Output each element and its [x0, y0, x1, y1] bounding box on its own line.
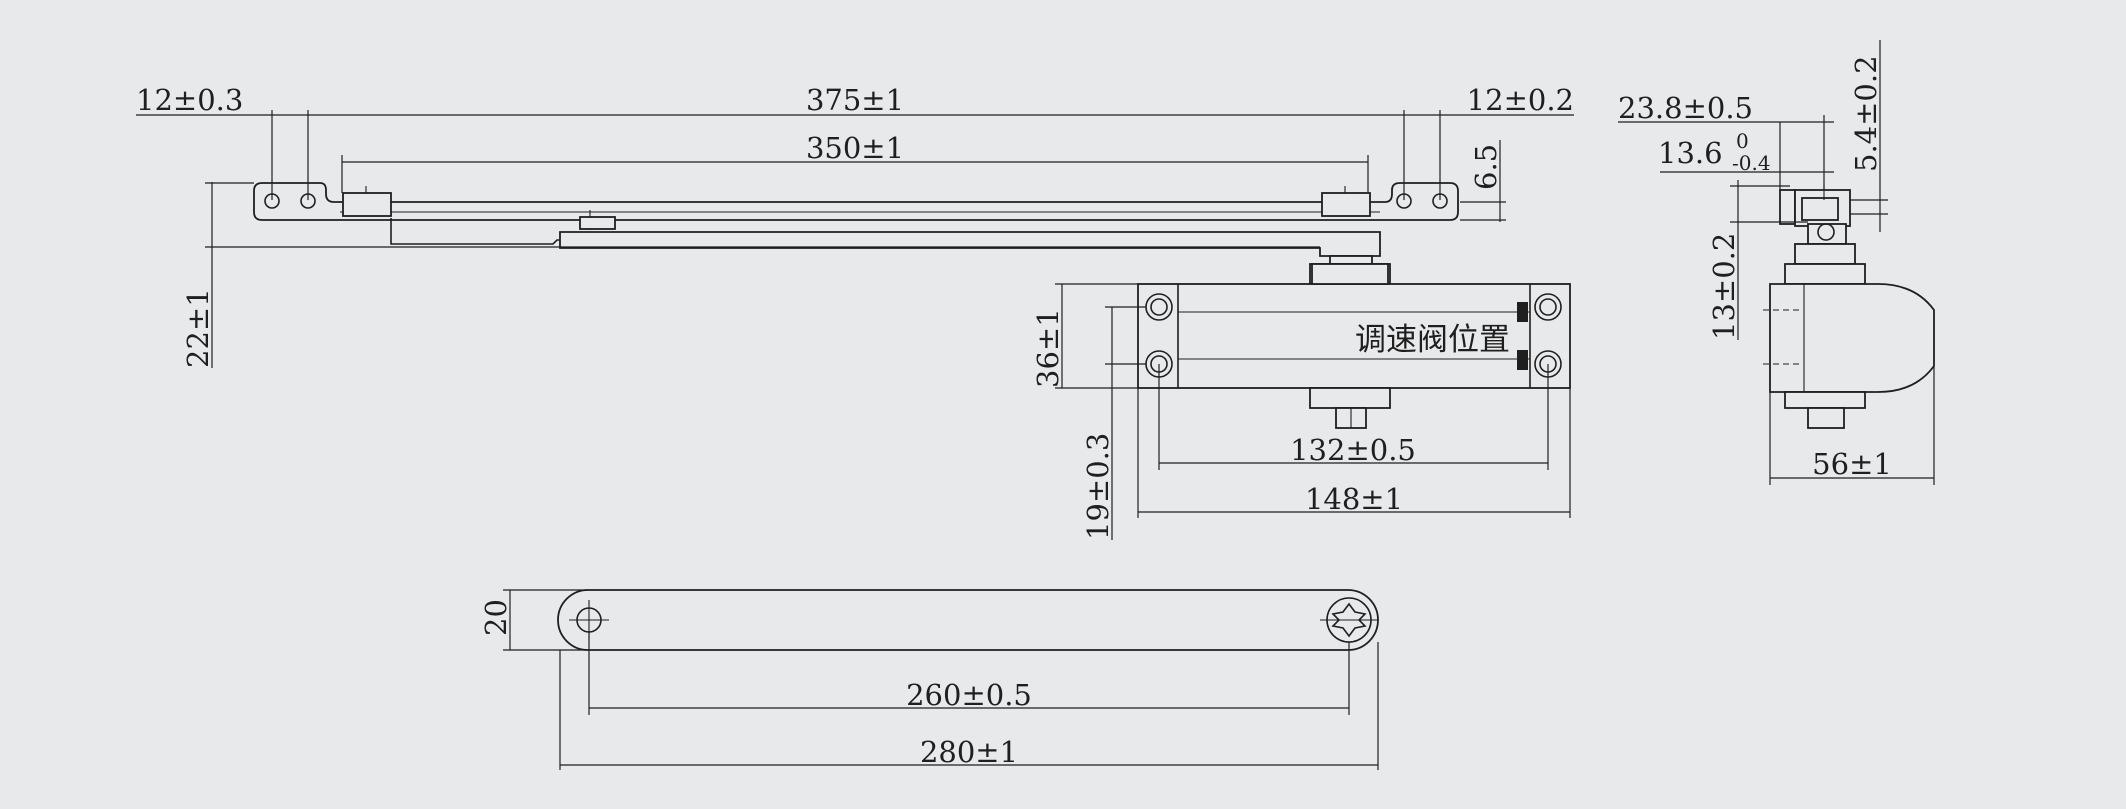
slider-block-left	[342, 192, 392, 217]
dim-side-offset: 13.6	[1658, 136, 1723, 170]
dim-side-width: 56±1	[1812, 447, 1892, 481]
valve-marker-bottom	[1517, 350, 1528, 370]
dim-body-length: 148±1	[1305, 482, 1403, 516]
dimension-labels: 12±0.3 375±1 12±0.2 350±1 6.5 22±1 36±1 …	[136, 55, 1892, 769]
connecting-bar	[557, 589, 1379, 651]
link-bar	[559, 231, 1381, 257]
dim-side-depth: 23.8±0.5	[1618, 91, 1753, 125]
bar-outline	[557, 589, 1379, 651]
dim-bar-width: 20	[479, 599, 513, 636]
dim-side-top: 5.4±0.2	[1849, 55, 1883, 172]
valve-marker-top	[1517, 302, 1528, 322]
arm-assembly	[253, 182, 1459, 285]
dim-side-offset-lower: -0.4	[1732, 151, 1771, 175]
valve-position-label: 调速阀位置	[1355, 322, 1510, 358]
dim-side-height: 13±0.2	[1707, 233, 1741, 340]
dim-arm-drop: 22±1	[181, 288, 215, 368]
dim-arm-holes: 350±1	[806, 131, 904, 165]
side-body-profile	[1769, 283, 1935, 393]
bottom-pinion	[1309, 387, 1391, 409]
dim-arm-left-edge: 12±0.3	[136, 83, 243, 117]
closer-body: 调速阀位置	[1137, 263, 1571, 429]
body-screw-tr	[1534, 293, 1562, 321]
dim-body-offset: 19±0.3	[1081, 433, 1115, 540]
dim-bar-holes: 260±0.5	[906, 678, 1032, 712]
dim-arm-thickness: 6.5	[1469, 144, 1503, 190]
dim-body-height: 36±1	[1031, 308, 1065, 388]
dim-arm-right-edge: 12±0.2	[1467, 83, 1574, 117]
dim-arm-overall: 375±1	[806, 83, 904, 117]
arm-plate	[253, 182, 1459, 221]
dim-body-holes: 132±0.5	[1290, 433, 1416, 467]
dimension-lines	[136, 40, 1935, 770]
dim-bar-length: 280±1	[920, 735, 1018, 769]
bar-star-socket	[1331, 602, 1367, 638]
side-view	[1763, 183, 1935, 429]
dim-side-offset-upper: 0	[1736, 129, 1749, 153]
slider-block-right	[1321, 192, 1371, 217]
